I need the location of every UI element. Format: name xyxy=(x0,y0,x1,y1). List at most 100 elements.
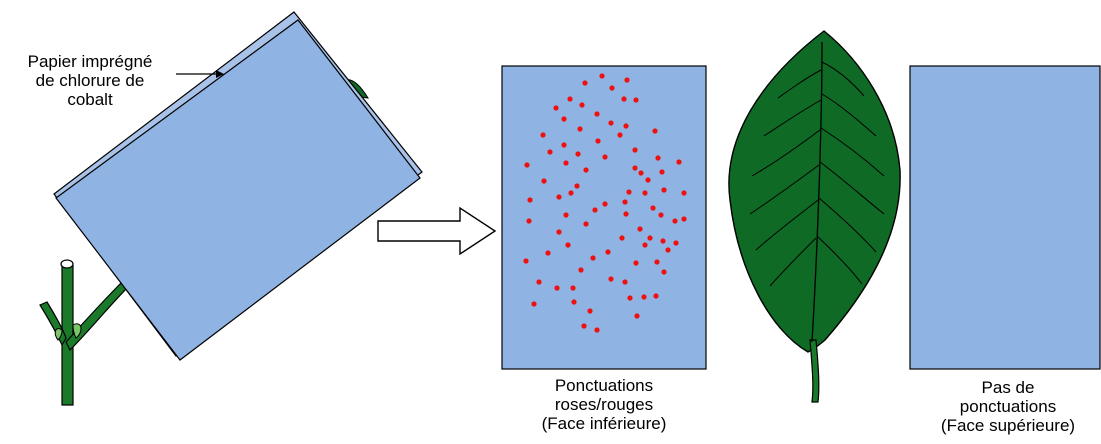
red-dot xyxy=(561,142,567,148)
red-dot xyxy=(626,189,632,195)
red-dot xyxy=(582,80,588,86)
red-dot xyxy=(623,211,629,217)
red-dot xyxy=(553,105,559,111)
red-dot xyxy=(595,138,601,144)
red-dot xyxy=(583,221,589,227)
red-dot xyxy=(545,250,551,256)
lower-face-caption-line3: (Face inférieure) xyxy=(541,414,667,433)
red-dot xyxy=(665,247,671,253)
leaf xyxy=(728,30,901,403)
upper-face-caption-line3: (Face supérieure) xyxy=(940,416,1076,435)
red-dot xyxy=(579,102,585,108)
red-dot xyxy=(621,96,627,102)
red-dot xyxy=(578,267,584,273)
red-dot xyxy=(563,160,569,166)
red-dot xyxy=(523,258,529,264)
red-dot xyxy=(645,177,651,183)
red-dot xyxy=(567,96,573,102)
red-dot xyxy=(623,123,629,129)
red-dot xyxy=(556,194,562,200)
lower-face-caption-line1: Ponctuations xyxy=(554,376,654,395)
cobalt-paper xyxy=(53,11,423,361)
red-dot xyxy=(619,235,625,241)
red-dot xyxy=(587,308,593,314)
red-dot xyxy=(672,218,678,224)
red-dot xyxy=(577,126,583,132)
red-dot xyxy=(524,162,530,168)
red-dot xyxy=(561,116,567,122)
red-dot xyxy=(609,85,615,91)
red-dot xyxy=(594,111,600,117)
red-dot xyxy=(527,197,533,203)
red-dot xyxy=(568,190,574,196)
lower-face-caption: Ponctuations roses/rouges (Face inférieu… xyxy=(514,376,694,433)
red-dot xyxy=(602,154,608,160)
red-dot xyxy=(540,132,546,138)
cobalt-paper-label-line1: Papier imprégné xyxy=(27,52,153,71)
red-dot xyxy=(647,235,653,241)
red-dot xyxy=(654,259,660,265)
red-dot xyxy=(617,132,623,138)
red-dot xyxy=(634,313,640,319)
cobalt-paper-label: Papier imprégné de chlorure de cobalt xyxy=(4,52,176,109)
red-dot xyxy=(658,212,664,218)
leaf-bud xyxy=(54,323,82,341)
red-dot xyxy=(570,285,576,291)
red-dot xyxy=(653,293,659,299)
red-dot xyxy=(608,276,614,282)
red-dot xyxy=(632,147,638,153)
red-dot xyxy=(622,279,628,285)
cobalt-paper-label-line3: cobalt xyxy=(67,90,113,109)
lower-face-caption-line2: roses/rouges xyxy=(554,395,654,414)
red-dot xyxy=(590,255,596,261)
red-dot xyxy=(642,242,648,248)
upper-face-caption: Pas de ponctuations (Face supérieure) xyxy=(918,378,1098,435)
red-dot xyxy=(599,73,605,79)
upper-face-caption-line2: ponctuations xyxy=(959,397,1057,416)
red-dot xyxy=(638,170,644,176)
right-arrow-icon xyxy=(377,206,497,256)
red-dot xyxy=(583,167,589,173)
leaf-petiole xyxy=(809,339,820,403)
red-dot xyxy=(571,299,577,305)
red-dot xyxy=(602,201,608,207)
red-dot xyxy=(624,77,630,83)
red-dot xyxy=(592,207,598,213)
red-dot xyxy=(556,229,562,235)
red-dot xyxy=(650,205,656,211)
red-dots xyxy=(523,73,687,333)
red-dot xyxy=(605,249,611,255)
red-dot xyxy=(581,323,587,329)
red-dot xyxy=(531,301,537,307)
red-dot xyxy=(673,240,679,246)
stem-cut-top xyxy=(60,259,74,269)
red-dot xyxy=(681,216,687,222)
red-dot xyxy=(526,218,532,224)
red-dot xyxy=(541,178,547,184)
paper-upper-face xyxy=(909,65,1101,370)
red-dot xyxy=(633,97,639,103)
red-dot xyxy=(575,151,581,157)
red-dot xyxy=(661,269,667,275)
leaf-midrib xyxy=(811,41,823,343)
cobalt-paper-label-line2: de chlorure de xyxy=(35,71,145,90)
red-dot xyxy=(660,238,666,244)
red-dot xyxy=(547,149,553,155)
red-dot xyxy=(637,226,643,232)
upper-face-caption-line1: Pas de xyxy=(981,378,1035,397)
red-dot xyxy=(659,169,665,175)
red-dot xyxy=(652,128,658,134)
red-dot xyxy=(627,295,633,301)
red-dot xyxy=(622,199,628,205)
red-dot xyxy=(563,212,569,218)
plant-stem xyxy=(39,259,131,406)
red-dot xyxy=(554,285,560,291)
red-dot xyxy=(594,327,600,333)
red-dot xyxy=(574,183,580,189)
red-dot xyxy=(565,242,571,248)
red-dot xyxy=(641,294,647,300)
red-dot xyxy=(608,120,614,126)
red-dot xyxy=(642,190,648,196)
red-dot xyxy=(633,260,639,266)
